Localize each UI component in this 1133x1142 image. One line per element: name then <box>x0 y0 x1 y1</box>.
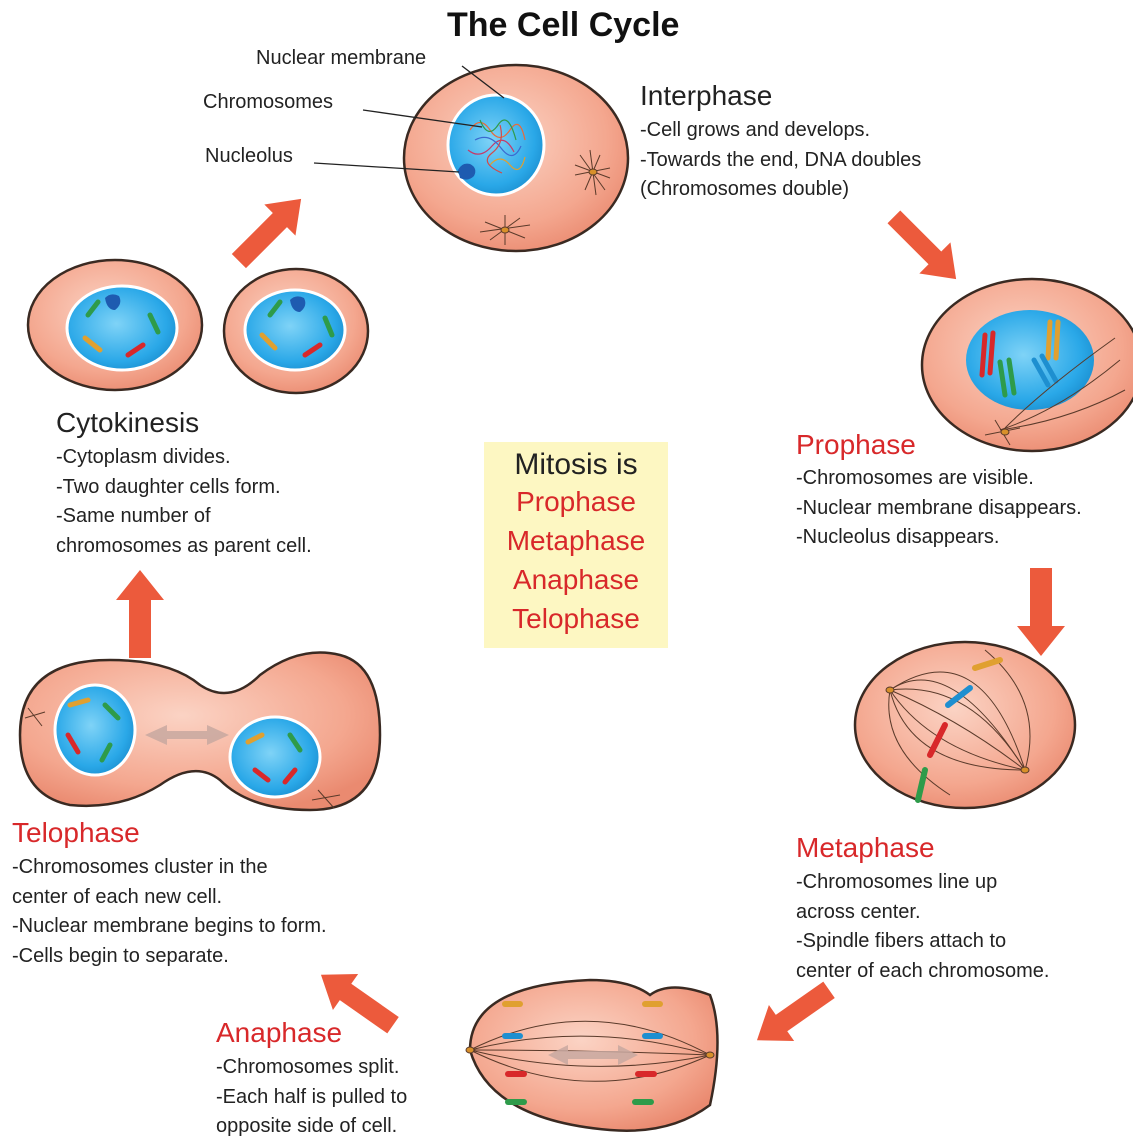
label-nuclear-membrane: Nuclear membrane <box>256 47 426 70</box>
metaphase-line: -Spindle fibers attach to <box>796 927 1049 957</box>
anaphase-line: -Chromosomes split. <box>216 1053 407 1083</box>
cytokinesis-cell-left <box>28 260 202 390</box>
prophase-line: -Chromosomes are visible. <box>796 464 1082 494</box>
telophase-line: center of each new cell. <box>12 883 327 913</box>
metaphase-cell <box>855 642 1075 808</box>
prophase-cell <box>922 279 1133 451</box>
anaphase-line: opposite side of cell. <box>216 1112 407 1142</box>
arrow-prophase-to-metaphase-icon <box>1017 568 1065 656</box>
metaphase-text: -Chromosomes line up across center. -Spi… <box>796 868 1049 986</box>
anaphase-line: -Each half is pulled to <box>216 1083 407 1113</box>
prophase-line: -Nuclear membrane disappears. <box>796 494 1082 524</box>
interphase-text: -Cell grows and develops. -Towards the e… <box>640 116 921 205</box>
mitosis-box-heading: Mitosis is <box>484 448 668 482</box>
telophase-heading: Telophase <box>12 817 140 849</box>
telophase-line: -Cells begin to separate. <box>12 942 327 972</box>
anaphase-cell <box>466 980 718 1131</box>
mitosis-summary-box: Mitosis is Prophase Metaphase Anaphase T… <box>484 442 668 648</box>
metaphase-line: center of each chromosome. <box>796 957 1049 987</box>
anaphase-text: -Chromosomes split. -Each half is pulled… <box>216 1053 407 1142</box>
mitosis-phase-item: Prophase <box>484 482 668 521</box>
cytokinesis-line: -Cytoplasm divides. <box>56 443 312 473</box>
cytokinesis-line: -Two daughter cells form. <box>56 473 312 503</box>
prophase-heading: Prophase <box>796 429 916 461</box>
mitosis-phase-item: Metaphase <box>484 521 668 560</box>
mitosis-phase-item: Telophase <box>484 599 668 638</box>
metaphase-line: -Chromosomes line up <box>796 868 1049 898</box>
telophase-cell <box>20 653 380 811</box>
interphase-cell <box>404 65 628 251</box>
arrow-cytokinesis-to-interphase-icon <box>223 183 316 276</box>
metaphase-line: across center. <box>796 898 1049 928</box>
telophase-line: -Chromosomes cluster in the <box>12 853 327 883</box>
mitosis-phase-item: Anaphase <box>484 560 668 599</box>
arrow-telophase-to-cytokinesis-icon <box>116 570 164 658</box>
prophase-line: -Nucleolus disappears. <box>796 523 1082 553</box>
metaphase-heading: Metaphase <box>796 832 935 864</box>
arrow-interphase-to-prophase-icon <box>878 201 971 294</box>
cytokinesis-text: -Cytoplasm divides. -Two daughter cells … <box>56 443 312 561</box>
prophase-text: -Chromosomes are visible. -Nuclear membr… <box>796 464 1082 553</box>
anaphase-heading: Anaphase <box>216 1017 342 1049</box>
interphase-nucleus <box>448 95 544 195</box>
interphase-line: -Cell grows and develops. <box>640 116 921 146</box>
telophase-line: -Nuclear membrane begins to form. <box>12 912 327 942</box>
interphase-heading: Interphase <box>640 80 772 112</box>
cytokinesis-line: -Same number of <box>56 502 312 532</box>
telophase-nucleus-right <box>230 717 320 797</box>
diagram-title: The Cell Cycle <box>447 6 679 45</box>
interphase-line: (Chromosomes double) <box>640 175 921 205</box>
label-chromosomes: Chromosomes <box>203 91 333 114</box>
cytokinesis-cell-right <box>224 269 368 393</box>
interphase-line: -Towards the end, DNA doubles <box>640 146 921 176</box>
cytokinesis-heading: Cytokinesis <box>56 407 199 439</box>
telophase-text: -Chromosomes cluster in the center of ea… <box>12 853 327 971</box>
cytokinesis-line: chromosomes as parent cell. <box>56 532 312 562</box>
telophase-nucleus-left <box>55 685 135 775</box>
label-nucleolus: Nucleolus <box>205 145 293 168</box>
